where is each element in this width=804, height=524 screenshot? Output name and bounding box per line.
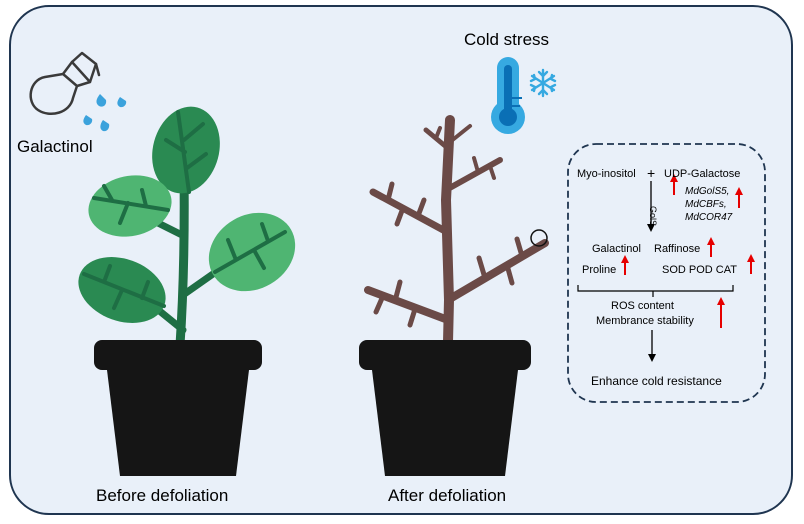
left-pot <box>94 340 262 476</box>
udp-galactose-label: UDP-Galactose <box>664 168 741 180</box>
gene-mdcor47: MdCOR47 <box>685 212 733 223</box>
gene-mdgols5: MdGolS5, <box>685 186 730 197</box>
raffinose-label: Raffinose <box>654 243 701 255</box>
enhance-cold-resistance-label: Enhance cold resistance <box>591 374 722 388</box>
snowflake-icon <box>529 68 557 98</box>
galactinol-product-label: Galactinol <box>592 243 641 255</box>
myo-inositol-label: Myo-inositol <box>577 168 636 180</box>
spray-bottle-icon <box>29 51 101 115</box>
bracket-line <box>577 285 734 297</box>
proline-label: Proline <box>582 264 617 276</box>
green-plant-illustration <box>78 106 296 350</box>
water-drop-icon <box>83 94 127 132</box>
gols-enzyme-label: GolS <box>648 206 658 227</box>
right-pot <box>359 340 531 476</box>
up-arrow-icon <box>621 174 755 328</box>
gene-mdcbfs: MdCBFs, <box>685 199 727 210</box>
bare-plant-illustration <box>364 115 549 347</box>
membrane-stability-label: Membrance stability <box>596 315 694 327</box>
down-arrow-icon <box>647 181 656 362</box>
after-defoliation-caption: After defoliation <box>388 486 507 505</box>
pathway-box <box>567 143 766 403</box>
galactinol-treatment-label: Galactinol <box>17 137 93 156</box>
before-defoliation-caption: Before defoliation <box>96 486 229 505</box>
thermometer-icon <box>491 57 525 134</box>
cold-stress-label: Cold stress <box>464 30 550 49</box>
antioxidant-enzymes-label: SOD POD CAT <box>662 264 737 276</box>
plus-sign: + <box>647 165 656 181</box>
branch-detail-circle <box>530 229 548 247</box>
ros-content-label: ROS content <box>611 300 674 312</box>
